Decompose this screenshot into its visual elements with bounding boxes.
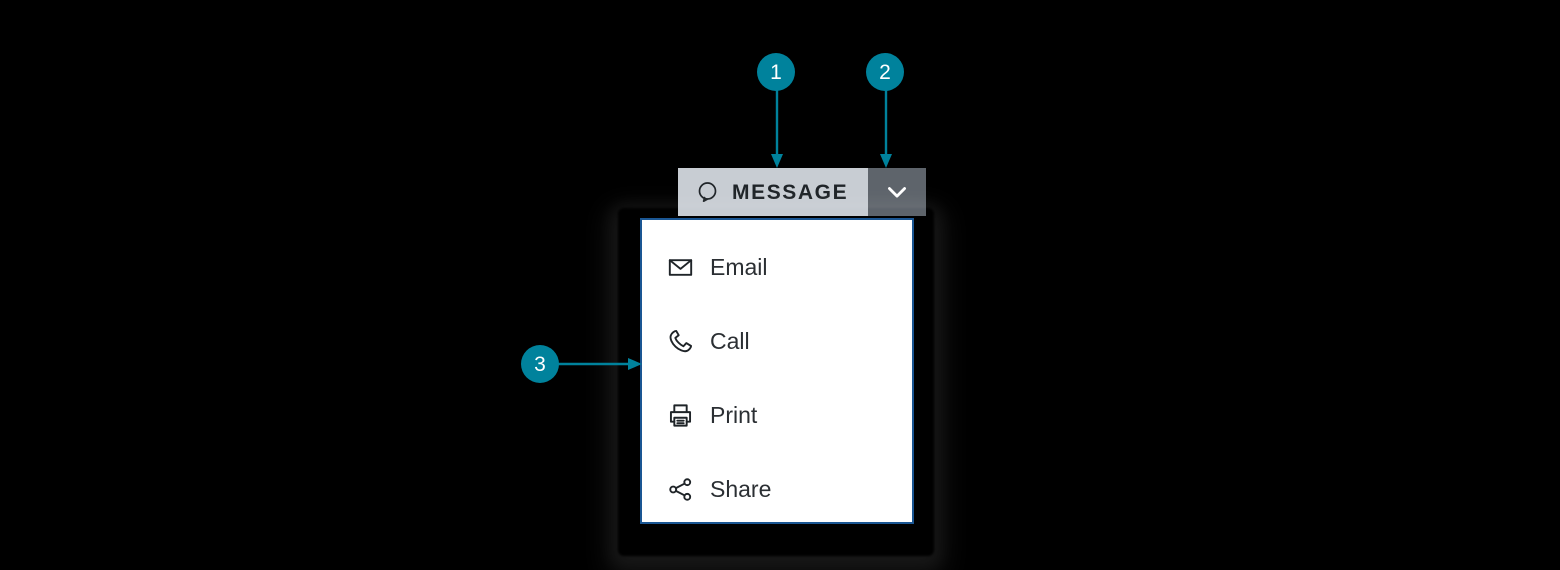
callout-arrow-1 <box>770 88 784 170</box>
callout-arrow-2 <box>879 88 893 170</box>
phone-icon <box>666 327 694 355</box>
split-button[interactable]: MESSAGE <box>678 168 927 216</box>
menu-item-call-label: Call <box>710 327 750 354</box>
speech-bubble-icon <box>696 180 720 204</box>
callout-badge-2: 2 <box>866 53 904 91</box>
dropdown-panel[interactable]: Email Call Print <box>640 218 914 524</box>
dropdown-toggle-button[interactable] <box>868 168 927 216</box>
message-button[interactable]: MESSAGE <box>678 168 869 216</box>
message-button-label: MESSAGE <box>732 180 849 204</box>
menu-item-email-label: Email <box>710 253 768 280</box>
share-nodes-icon <box>666 475 694 503</box>
menu-item-email[interactable]: Email <box>642 242 912 292</box>
menu-item-share-label: Share <box>710 475 772 502</box>
menu-item-print-label: Print <box>710 401 758 428</box>
callout-badge-3: 3 <box>521 345 559 383</box>
printer-icon <box>666 401 694 429</box>
menu-item-print[interactable]: Print <box>642 390 912 440</box>
menu-item-call[interactable]: Call <box>642 316 912 366</box>
callout-arrow-3 <box>558 357 644 371</box>
envelope-icon <box>666 253 694 281</box>
menu-item-share[interactable]: Share <box>642 464 912 514</box>
chevron-down-icon <box>883 178 911 206</box>
callout-badge-1: 1 <box>757 53 795 91</box>
